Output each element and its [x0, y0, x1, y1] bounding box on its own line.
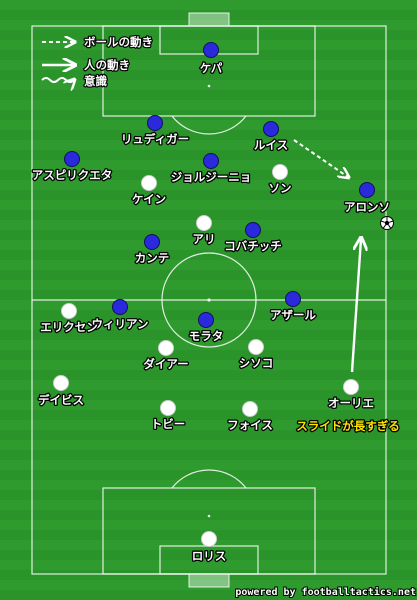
player-davies: デイビス: [37, 375, 85, 408]
player-name: モラタ: [189, 329, 224, 343]
player-dier: ダイアー: [142, 340, 190, 372]
pitch-lines: [31, 12, 387, 588]
player-name: ソン: [269, 181, 292, 195]
player-alli: アリ: [191, 215, 217, 247]
player-marker-white: [248, 339, 264, 355]
player-marker-blue: [285, 291, 301, 307]
player-toby: トビー: [149, 400, 187, 432]
player-kante: カンテ: [133, 234, 171, 266]
player-alonso: アロンソ: [343, 182, 391, 215]
ball-pass-arrow: [293, 139, 348, 177]
player-marker-blue: [359, 182, 375, 198]
player-name: オーリエ: [328, 396, 374, 410]
player-name: アリ: [193, 232, 216, 246]
player-name: ジョルジーニョ: [171, 170, 252, 184]
player-name: ダイアー: [143, 357, 188, 371]
top-goal: [188, 12, 230, 27]
player-rudiger: リュディガー: [120, 115, 190, 147]
player-name: アスピリクエタ: [32, 168, 113, 182]
player-name: ウィリアン: [91, 317, 148, 331]
player-name: ケイン: [132, 192, 166, 206]
player-marker-blue: [64, 151, 80, 167]
player-marker-white: [272, 164, 288, 180]
player-name: ケパ: [200, 61, 223, 75]
legend-ball-movement: ボールの動き: [84, 35, 153, 49]
player-marker-blue: [144, 234, 160, 250]
player-marker-white: [158, 340, 174, 356]
player-marker-blue: [112, 299, 128, 315]
player-name: トビー: [151, 417, 186, 431]
player-marker-white: [61, 303, 77, 319]
player-aurier: オーリエ: [327, 379, 375, 411]
player-name: リュディガー: [121, 132, 189, 146]
player-name: フォイス: [227, 418, 273, 432]
bottom-goal: [188, 573, 230, 588]
player-marker-blue: [198, 312, 214, 328]
player-morata: モラタ: [187, 312, 225, 344]
player-kovacic: コバチッチ: [223, 222, 283, 254]
player-lloris: ロリス: [190, 531, 228, 564]
player-marker-blue: [203, 153, 219, 169]
player-kane: ケイン: [131, 175, 167, 207]
player-name: ルイス: [254, 138, 288, 152]
player-jorginho: ジョルジーニョ: [169, 153, 253, 185]
legend: ボールの動き 人の動き 意識: [41, 34, 154, 88]
player-marker-white: [196, 215, 212, 231]
player-marker-white: [53, 375, 69, 391]
player-hazard: アザール: [269, 291, 318, 323]
aurier-run-arrow: [350, 239, 361, 373]
player-marker-blue: [263, 121, 279, 137]
ball-icon: [380, 216, 394, 230]
player-son: ソン: [267, 164, 293, 196]
player-marker-white: [141, 175, 157, 191]
player-name: シソコ: [239, 356, 274, 370]
player-sissoko: シソコ: [237, 339, 275, 371]
player-foyth: フォイス: [226, 401, 274, 433]
player-name: コバチッチ: [224, 239, 282, 253]
player-luiz: ルイス: [253, 121, 289, 153]
awareness-wave-arrow-icon: [41, 78, 74, 82]
player-name: エリクセン: [40, 320, 98, 334]
player-name: ロリス: [192, 549, 227, 563]
player-marker-white: [160, 400, 176, 416]
annotation-text: スライドが長すぎる: [296, 419, 400, 433]
legend-player-movement: 人の動き: [84, 58, 130, 72]
player-marker-blue: [147, 115, 163, 131]
player-name: アロンソ: [344, 200, 390, 214]
player-marker-white: [343, 379, 359, 395]
player-azpilicueta: アスピリクエタ: [30, 151, 114, 183]
player-marker-white: [201, 531, 217, 547]
player-marker-white: [242, 401, 258, 417]
credit-text: powered by footballtactics.net: [235, 586, 416, 598]
player-name: デイビス: [38, 393, 84, 407]
player-marker-blue: [203, 42, 219, 58]
player-name: カンテ: [135, 251, 170, 265]
player-eriksen: エリクセン: [39, 303, 99, 335]
player-name: アザール: [270, 308, 316, 322]
player-willian: ウィリアン: [90, 299, 150, 332]
player-kepa: ケパ: [198, 42, 224, 76]
legend-awareness: 意識: [84, 74, 107, 88]
player-marker-blue: [245, 222, 261, 238]
